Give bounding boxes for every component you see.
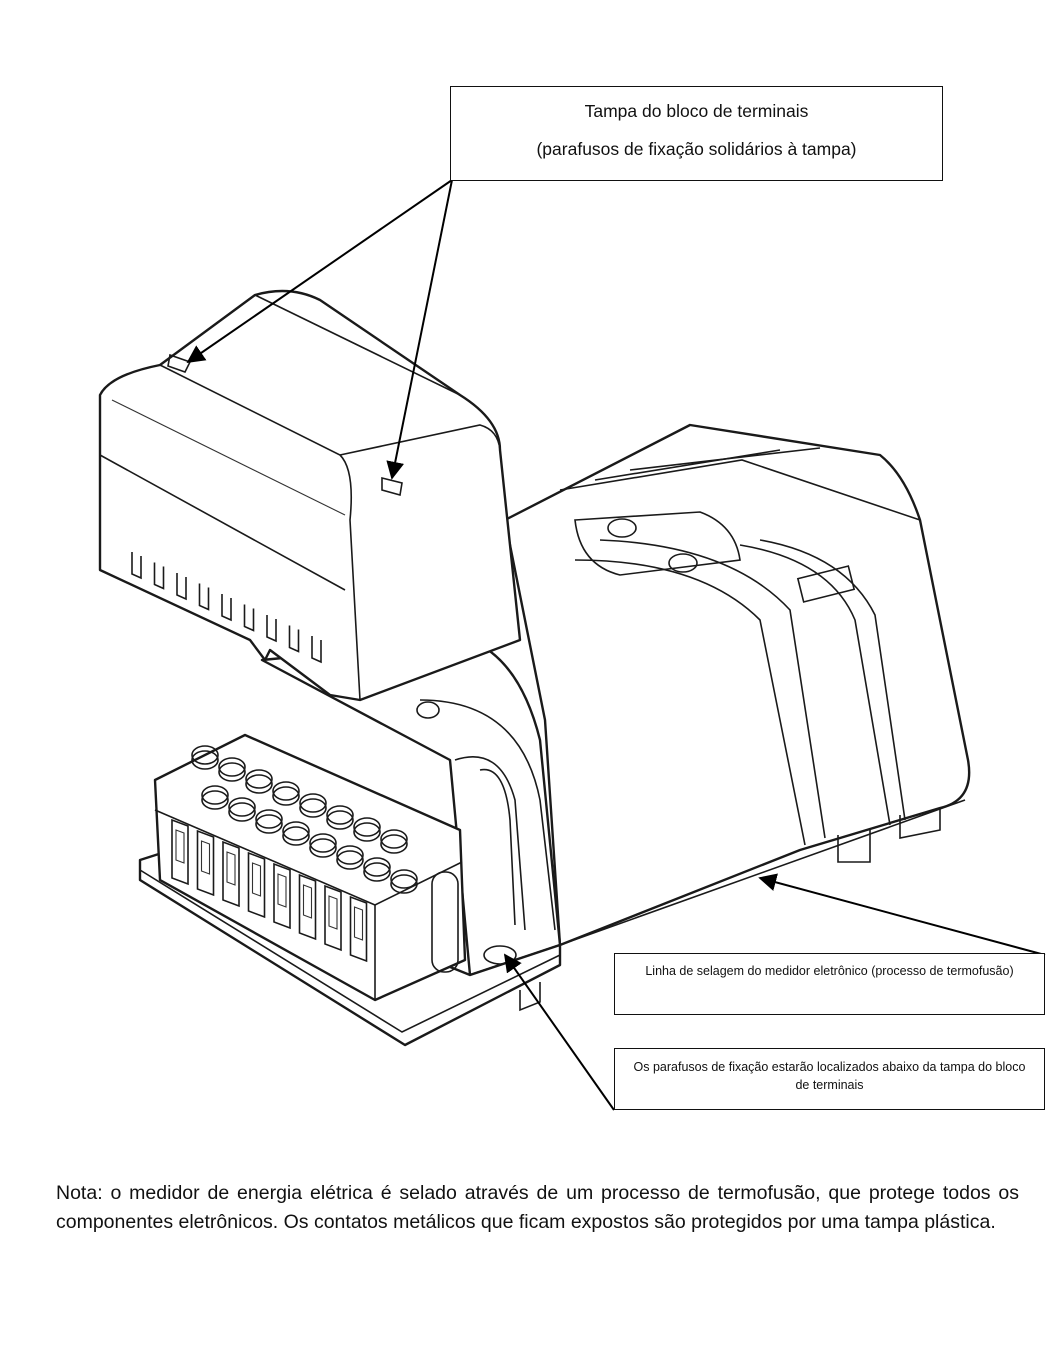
cover-notch	[153, 562, 165, 590]
terminal-slot-inner	[251, 862, 262, 897]
terminal-screw-head	[245, 769, 273, 789]
terminal-slot-inner	[353, 906, 364, 941]
terminal-screw	[218, 762, 246, 782]
terminal-screw	[309, 838, 337, 858]
terminal-slot	[349, 895, 368, 963]
terminal-screw-head	[282, 821, 310, 841]
terminal-screw	[299, 798, 327, 818]
terminal-screw-head	[255, 809, 283, 829]
fixing-screws-label: Os parafusos de fixação estarão localiza…	[633, 1060, 1026, 1092]
note-paragraph: Nota: o medidor de energia elétrica é se…	[56, 1182, 1019, 1233]
terminal-slot	[298, 873, 317, 941]
terminal-screw-head	[191, 745, 219, 765]
cover-notch	[311, 636, 322, 664]
terminal-screw	[228, 802, 256, 822]
terminal-screw-head	[353, 817, 381, 837]
terminal-cover	[98, 289, 522, 702]
terminal-screw	[336, 850, 364, 870]
terminal-screw-head	[218, 757, 246, 777]
terminal-screw-head	[336, 845, 364, 865]
fixing-screws-callout: Os parafusos de fixação estarão localiza…	[614, 1048, 1045, 1110]
meter-body	[503, 423, 971, 947]
terminal-slot-inner	[328, 895, 338, 930]
terminal-slot	[171, 818, 189, 886]
terminal-screw	[326, 810, 354, 830]
terminal-slot-inner	[200, 840, 211, 875]
terminal-cover-sublabel: (parafusos de fixação solidários à tampa…	[536, 139, 857, 159]
cover-notch	[221, 594, 232, 622]
terminal-screw	[191, 750, 219, 770]
seal-line-label: Linha de selagem do medidor eletrônico (…	[645, 964, 1014, 978]
terminal-slot	[273, 862, 291, 930]
terminal-screw-head	[363, 857, 391, 877]
terminal-slot-inner	[226, 851, 236, 886]
terminal-screw-head	[272, 781, 300, 801]
seal-line-callout: Linha de selagem do medidor eletrônico (…	[614, 953, 1045, 1015]
terminal-slot	[324, 884, 342, 952]
callout-arrows	[186, 179, 1046, 1111]
terminal-block	[153, 733, 467, 1002]
terminal-screw-head	[380, 829, 408, 849]
cover-notch	[198, 583, 210, 611]
terminal-cover-label: Tampa do bloco de terminais	[584, 101, 809, 121]
terminal-screw-head	[326, 805, 354, 825]
cover-notch	[266, 615, 277, 643]
terminal-screw-head	[390, 869, 418, 889]
terminal-screw	[282, 826, 310, 846]
terminal-screw-head	[299, 793, 327, 813]
cover-notch	[243, 604, 255, 632]
cover-notch	[288, 625, 300, 653]
terminal-cover-callout: Tampa do bloco de terminais (parafusos d…	[450, 86, 943, 181]
terminal-slot	[222, 840, 240, 908]
terminal-screw-head	[309, 833, 337, 853]
terminal-slot-inner	[277, 873, 287, 908]
terminal-screw	[255, 814, 283, 834]
cover-notch	[131, 552, 142, 580]
terminal-screw	[245, 774, 273, 794]
terminal-screw	[201, 790, 229, 810]
terminal-screw	[380, 834, 408, 854]
terminal-slot-inner	[175, 829, 185, 864]
terminal-screw	[353, 822, 381, 842]
terminal-screw-head	[228, 797, 256, 817]
terminal-screw	[363, 862, 391, 882]
terminal-slot	[196, 829, 215, 897]
terminal-screw	[272, 786, 300, 806]
terminal-screw	[390, 874, 418, 894]
terminal-slot-inner	[302, 884, 313, 919]
terminal-screw-head	[201, 785, 229, 805]
terminal-slot	[247, 851, 266, 919]
cover-notch	[176, 573, 187, 601]
